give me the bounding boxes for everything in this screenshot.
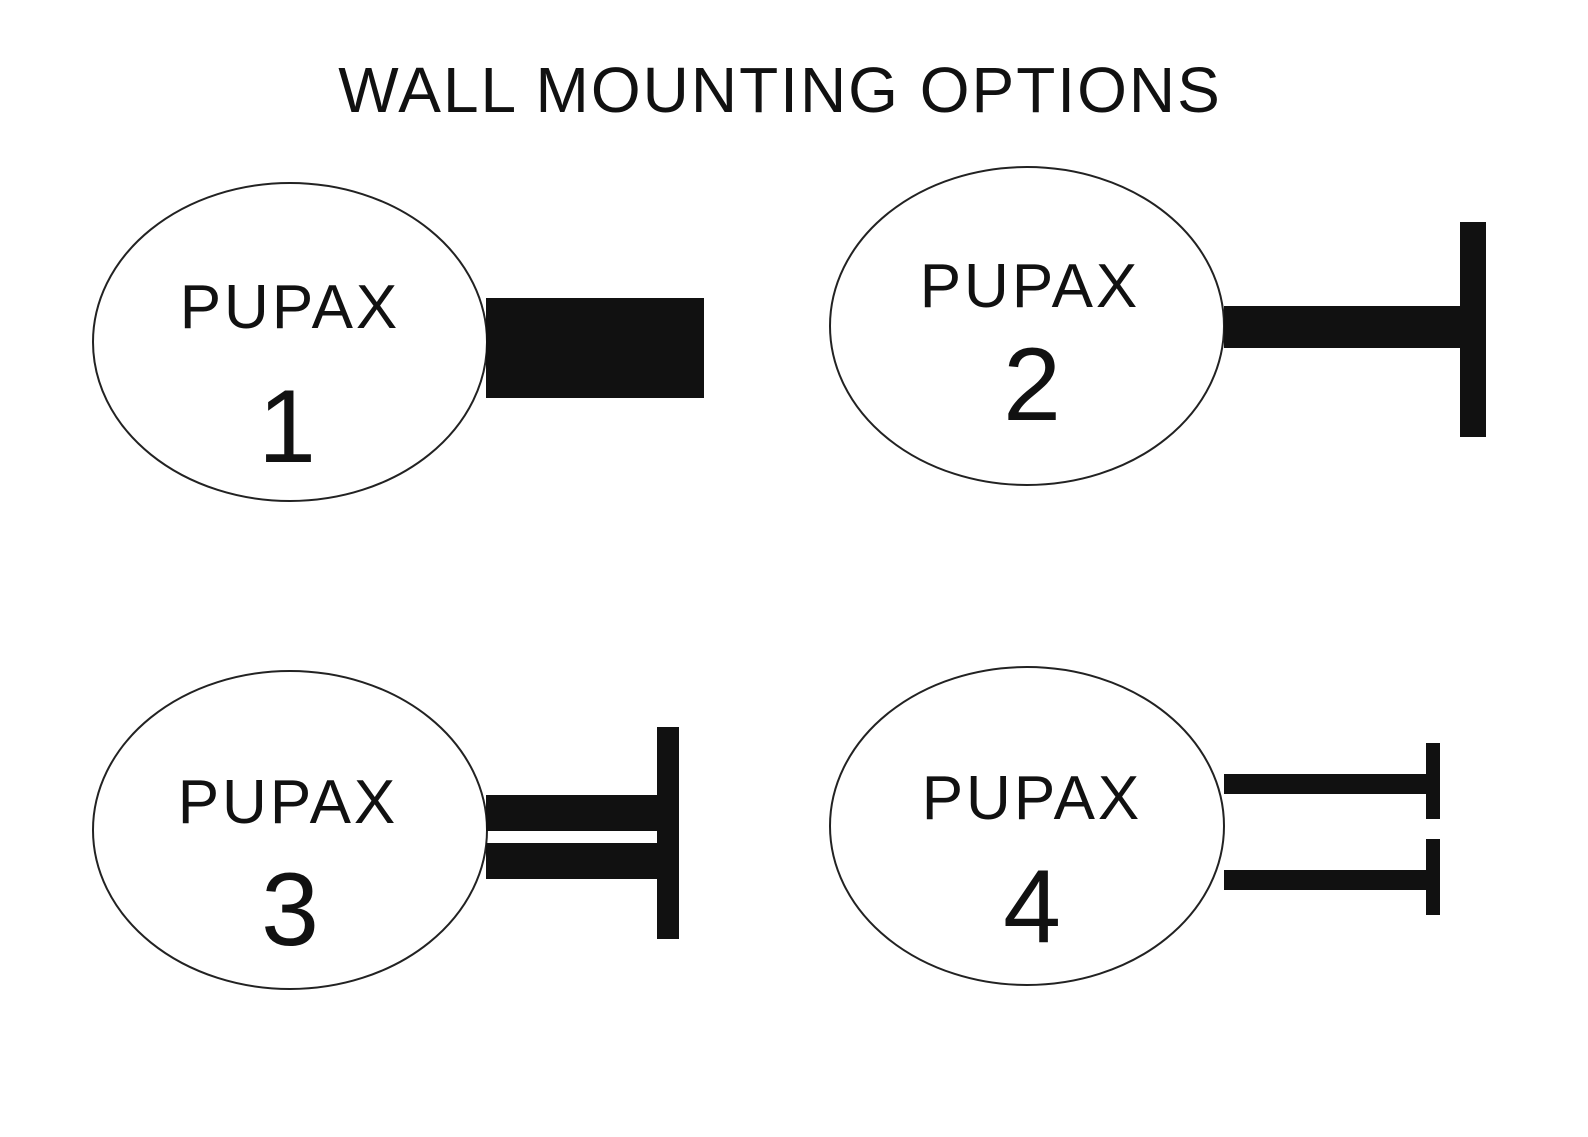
sign-number-3: 3 (261, 852, 319, 968)
sign-number-1: 1 (258, 369, 316, 485)
mounting-option-1: PUPAX 1 (92, 182, 704, 502)
mounting-option-3: PUPAX 3 (92, 670, 679, 990)
sign-number-4: 4 (1003, 849, 1061, 965)
mounting-option-2: PUPAX 2 (829, 166, 1486, 486)
sign-brand-label-4: PUPAX (922, 764, 1143, 833)
single-arm-t-bracket-icon (1224, 222, 1486, 437)
sign-number-2: 2 (1003, 327, 1061, 443)
sign-brand-label-1: PUPAX (180, 273, 401, 342)
sign-brand-label-3: PUPAX (178, 768, 399, 837)
block-bracket-icon (486, 298, 704, 398)
sign-brand-label-2: PUPAX (920, 252, 1141, 321)
sign-disc-4 (829, 666, 1225, 986)
double-arm-bracket-icon (486, 727, 679, 939)
diagram-title: WALL MOUNTING OPTIONS (338, 54, 1222, 126)
mounting-option-4: PUPAX 4 (829, 666, 1440, 986)
twin-arm-bracket-icon (1224, 743, 1440, 915)
